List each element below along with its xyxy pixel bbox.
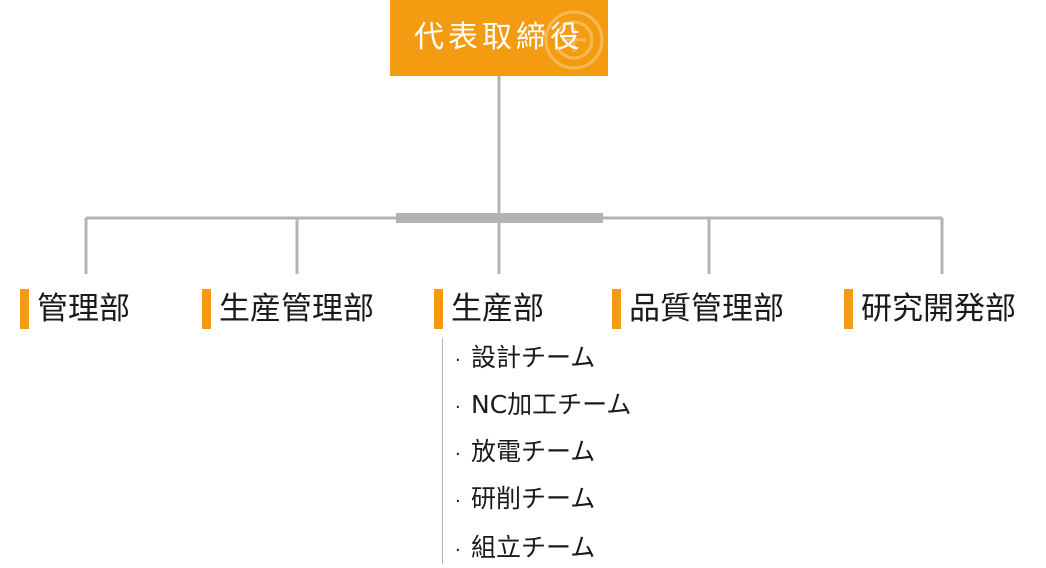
department-marker (434, 289, 443, 329)
department-seisankanribu: 生産管理部 (202, 288, 374, 330)
department-marker (612, 289, 621, 329)
department-marker (20, 289, 29, 329)
department-seisanbu: 生産部 (434, 288, 544, 330)
bullet: · (455, 397, 461, 418)
department-label: 生産部 (451, 291, 544, 327)
team-item: · NC加工チーム (455, 388, 631, 422)
team-item: · 研削チーム (455, 482, 595, 516)
team-item: · 設計チーム (455, 341, 595, 375)
bullet: · (455, 540, 461, 561)
logo-watermark-icon (544, 10, 604, 70)
team-item: · 組立チーム (455, 531, 595, 565)
department-marker (844, 289, 853, 329)
department-marker (202, 289, 211, 329)
connector-hub-bar (396, 213, 603, 223)
department-hinshitsukanribu: 品質管理部 (612, 288, 784, 330)
production-team-list: · 設計チーム · NC加工チーム · 放電チーム · 研削チーム · 組立チーム (442, 338, 683, 564)
department-label: 管理部 (37, 291, 130, 327)
bullet: · (455, 444, 461, 465)
department-label: 品質管理部 (629, 291, 784, 327)
bullet: · (455, 491, 461, 512)
team-label: NC加工チーム (471, 390, 632, 419)
bullet: · (455, 350, 461, 371)
department-kanribu: 管理部 (20, 288, 130, 330)
team-label: 組立チーム (471, 533, 596, 562)
team-label: 設計チーム (471, 343, 596, 372)
department-label: 研究開発部 (861, 291, 1016, 327)
ceo-label: 代表取締役 (414, 20, 584, 55)
team-label: 放電チーム (471, 437, 596, 466)
department-kenkyukaihatsubu: 研究開発部 (844, 288, 1016, 330)
department-label: 生産管理部 (219, 291, 374, 327)
team-label: 研削チーム (471, 484, 596, 513)
team-item: · 放電チーム (455, 435, 595, 469)
ceo-node: 代表取締役 (390, 0, 608, 76)
